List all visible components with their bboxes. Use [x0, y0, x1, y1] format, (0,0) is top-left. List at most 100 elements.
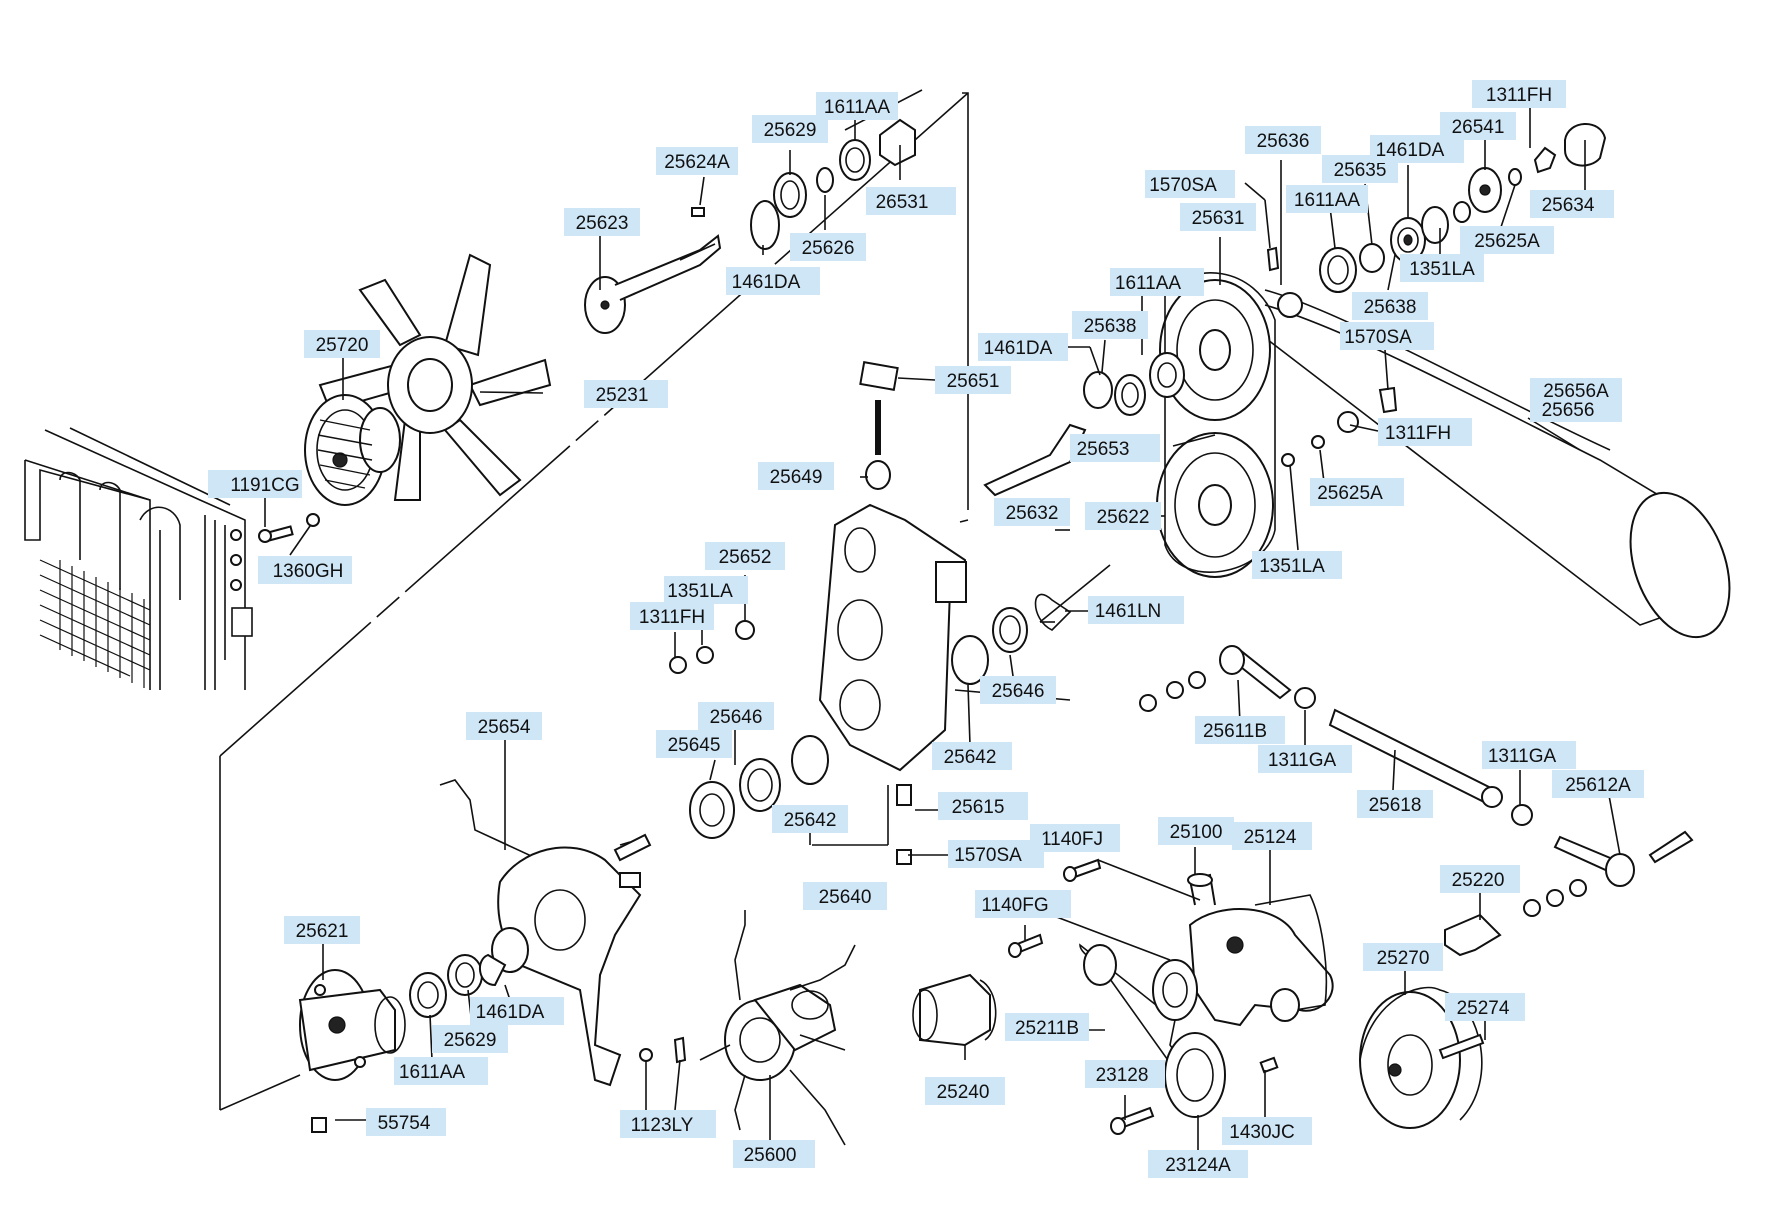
- part-label-25231: 25231: [584, 380, 668, 408]
- part-label-25612A: 25612A: [1552, 770, 1644, 798]
- svg-text:23128: 23128: [1096, 1065, 1149, 1086]
- svg-text:25124: 25124: [1244, 827, 1297, 848]
- tensioner-bracket-illustration: [669, 361, 1694, 917]
- svg-text:25651: 25651: [947, 371, 1000, 392]
- svg-text:25652: 25652: [719, 547, 772, 568]
- svg-text:25654: 25654: [478, 717, 531, 738]
- svg-text:25635: 25635: [1334, 160, 1387, 181]
- part-label-25211B: 25211B: [1005, 1013, 1089, 1041]
- part-label-25626: 25626: [790, 233, 866, 261]
- part-label-23124A: 23124A: [1148, 1150, 1248, 1178]
- part-label-26531: 26531: [866, 187, 956, 215]
- part-label-25646-b: 25646: [698, 702, 774, 730]
- part-label-55754: 55754: [366, 1108, 446, 1136]
- part-label-25621: 25621: [284, 916, 360, 944]
- svg-text:25611B: 25611B: [1203, 721, 1267, 742]
- part-label-1611AA: 1611AA: [816, 92, 898, 120]
- part-label-25625A-b: 25625A: [1310, 478, 1404, 506]
- svg-text:1570SA: 1570SA: [1149, 175, 1217, 196]
- part-label-1311GA-b: 1311GA: [1482, 741, 1576, 769]
- svg-text:25656A: 25656A: [1543, 381, 1609, 402]
- part-label-25652: 25652: [705, 542, 785, 570]
- part-label-25649: 25649: [758, 462, 834, 490]
- svg-text:1611AA: 1611AA: [1115, 273, 1182, 294]
- svg-text:25220: 25220: [1452, 870, 1505, 891]
- svg-text:1611AA: 1611AA: [399, 1062, 466, 1083]
- cup-25240-illustration: [912, 973, 997, 1047]
- part-label-1123LY: 1123LY: [620, 1110, 716, 1138]
- svg-text:25653: 25653: [1077, 439, 1130, 460]
- part-label-1140FJ: 1140FJ: [1030, 824, 1120, 852]
- svg-text:25634: 25634: [1542, 195, 1595, 216]
- part-label-1611AA-c: 1611AA: [1110, 268, 1204, 296]
- part-label-25624A: 25624A: [656, 147, 738, 175]
- part-label-25615: 25615: [938, 792, 1028, 820]
- fan-clutch-illustration: [304, 394, 401, 506]
- svg-text:1123LY: 1123LY: [631, 1115, 694, 1136]
- part-label-1611AA-d: 1611AA: [394, 1057, 488, 1085]
- svg-text:1191CG: 1191CG: [230, 475, 299, 496]
- seal-ring-illustration: [691, 118, 916, 250]
- svg-text:1461DA: 1461DA: [984, 338, 1053, 359]
- svg-text:1140FJ: 1140FJ: [1041, 829, 1103, 850]
- part-label-23128: 23128: [1085, 1060, 1165, 1088]
- svg-text:25211B: 25211B: [1015, 1018, 1079, 1039]
- part-label-25720: 25720: [304, 330, 380, 358]
- svg-text:25623: 25623: [576, 213, 629, 234]
- part-label-1140FG: 1140FG: [975, 890, 1071, 918]
- part-label-25623: 25623: [564, 208, 640, 236]
- svg-text:1461DA: 1461DA: [476, 1002, 545, 1023]
- part-label-25240: 25240: [925, 1077, 1005, 1105]
- svg-text:25646: 25646: [710, 707, 763, 728]
- svg-text:25240: 25240: [937, 1082, 990, 1103]
- part-label-25611B: 25611B: [1195, 716, 1285, 744]
- part-label-25629: 25629: [752, 115, 828, 143]
- svg-text:1430JC: 1430JC: [1229, 1122, 1295, 1143]
- water-pump-illustration: [1008, 858, 1334, 1135]
- part-label-25651: 25651: [935, 366, 1011, 394]
- svg-text:1611AA: 1611AA: [824, 97, 891, 118]
- svg-text:25649: 25649: [770, 467, 823, 488]
- svg-text:25720: 25720: [316, 335, 369, 356]
- part-label-1191CG: 1191CG: [208, 470, 302, 498]
- svg-text:1351LA: 1351LA: [1409, 259, 1475, 280]
- part-label-25646: 25646: [980, 676, 1056, 704]
- bracket-25654-illustration: [439, 779, 652, 1087]
- part-label-25622: 25622: [1085, 502, 1161, 530]
- part-label-25270: 25270: [1363, 943, 1443, 971]
- bolt-illustration: [258, 513, 320, 543]
- svg-text:26531: 26531: [876, 192, 929, 213]
- part-label-1461DA-b: 1461DA: [1370, 135, 1464, 163]
- part-label-1360GH: 1360GH: [258, 556, 352, 584]
- svg-text:25626: 25626: [802, 238, 855, 259]
- motor-25600-illustration: [699, 910, 856, 1146]
- svg-text:25645: 25645: [668, 735, 721, 756]
- part-label-25100: 25100: [1158, 817, 1234, 845]
- part-label-1351LA: 1351LA: [1400, 254, 1484, 282]
- part-label-25600: 25600: [733, 1140, 815, 1168]
- svg-text:1570SA: 1570SA: [954, 845, 1022, 866]
- svg-text:1461DA: 1461DA: [1376, 140, 1445, 161]
- svg-text:55754: 55754: [378, 1113, 431, 1134]
- part-label-1311FH-b: 1311FH: [1378, 418, 1472, 446]
- part-label-25618: 25618: [1357, 790, 1433, 818]
- part-label-25653: 25653: [1070, 434, 1160, 462]
- svg-text:25270: 25270: [1377, 948, 1430, 969]
- svg-text:1311GA: 1311GA: [1488, 746, 1557, 767]
- part-label-25629-b: 25629: [432, 1025, 508, 1053]
- svg-text:1311FH: 1311FH: [639, 607, 705, 628]
- svg-text:25625A: 25625A: [1474, 231, 1540, 252]
- part-label-25220: 25220: [1440, 865, 1520, 893]
- part-label-1351LA-c: 1351LA: [664, 576, 748, 604]
- part-label-1461DA-c: 1461DA: [978, 333, 1068, 361]
- part-label-25632: 25632: [994, 498, 1070, 526]
- svg-text:25640: 25640: [819, 887, 872, 908]
- svg-text:25632: 25632: [1006, 503, 1059, 524]
- svg-text:25631: 25631: [1192, 208, 1245, 229]
- svg-text:25629: 25629: [444, 1030, 497, 1051]
- svg-text:25642: 25642: [944, 747, 997, 768]
- svg-text:25621: 25621: [296, 921, 349, 942]
- svg-text:25625A: 25625A: [1317, 483, 1383, 504]
- svg-text:25618: 25618: [1369, 795, 1422, 816]
